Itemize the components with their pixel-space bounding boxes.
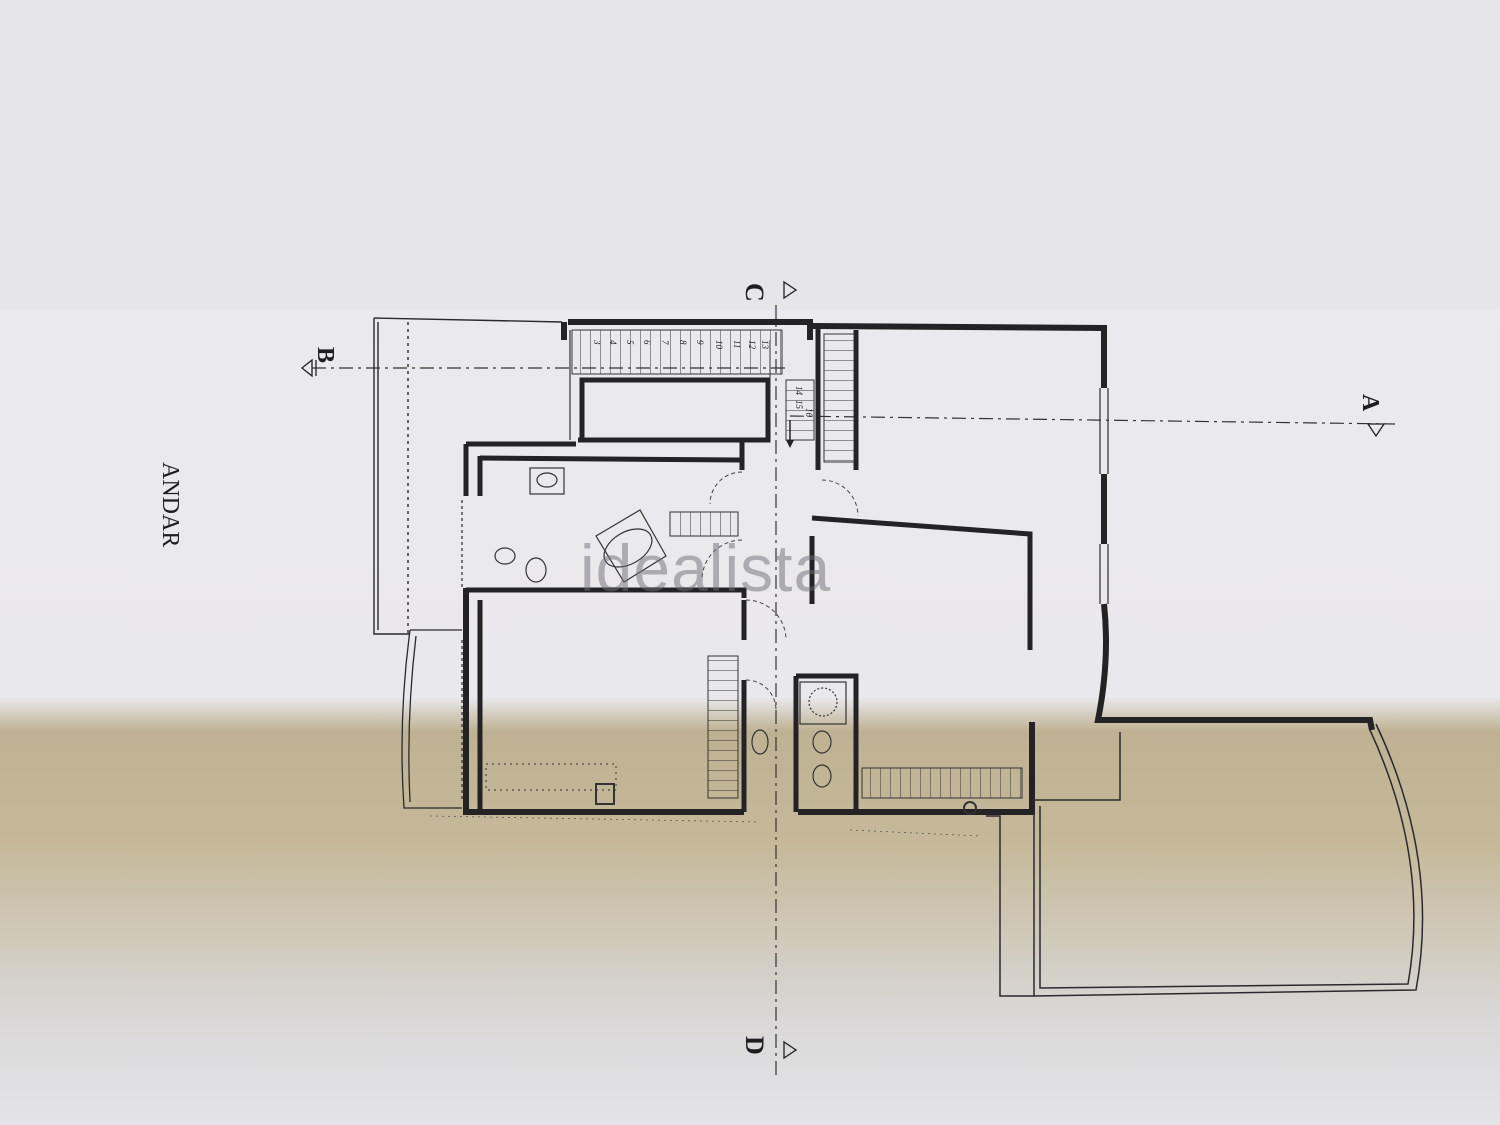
section-marker-d: D bbox=[740, 1036, 798, 1060]
section-marker-b: B bbox=[300, 347, 338, 378]
window-openings bbox=[461, 388, 1109, 800]
svg-text:6: 6 bbox=[642, 340, 652, 345]
svg-text:C: C bbox=[740, 283, 769, 302]
svg-text:D: D bbox=[740, 1036, 769, 1055]
svg-text:3: 3 bbox=[592, 339, 602, 345]
section-marker-c: C bbox=[740, 280, 798, 302]
svg-text:5: 5 bbox=[625, 340, 635, 345]
section-marker-a: A bbox=[1357, 394, 1386, 438]
svg-text:10: 10 bbox=[714, 340, 724, 350]
paper-top-shade bbox=[0, 0, 1500, 310]
wardrobe-hatching bbox=[485, 333, 1023, 805]
svg-text:8: 8 bbox=[678, 340, 688, 345]
svg-text:B: B bbox=[312, 347, 338, 363]
svg-text:9: 9 bbox=[695, 340, 705, 345]
svg-text:A: A bbox=[1357, 394, 1383, 412]
door-swings bbox=[701, 471, 859, 711]
svg-text:12: 12 bbox=[747, 340, 757, 350]
section-line-a bbox=[789, 415, 1396, 425]
svg-text:7: 7 bbox=[660, 340, 670, 345]
svg-text:13: 13 bbox=[760, 340, 770, 350]
balcony-upper-left bbox=[373, 317, 563, 635]
bay-lower-left bbox=[401, 629, 462, 809]
plan-title: ANDAR bbox=[157, 462, 183, 547]
svg-text:16: 16 bbox=[804, 408, 814, 418]
svg-text:11: 11 bbox=[732, 340, 742, 348]
bathroom-fixtures bbox=[494, 467, 977, 815]
stair-step-labels: 13 12 11 10 9 8 7 6 5 4 3 14 15 16 bbox=[592, 339, 814, 418]
svg-text:14: 14 bbox=[794, 386, 804, 396]
dimension-ticks bbox=[429, 815, 981, 837]
exterior-walls bbox=[463, 319, 1375, 815]
svg-text:15: 15 bbox=[794, 400, 804, 410]
svg-text:4: 4 bbox=[608, 340, 618, 345]
terrace-lower-right bbox=[986, 723, 1424, 997]
watermark-text: idealista bbox=[580, 531, 832, 605]
stair-core bbox=[569, 329, 815, 448]
